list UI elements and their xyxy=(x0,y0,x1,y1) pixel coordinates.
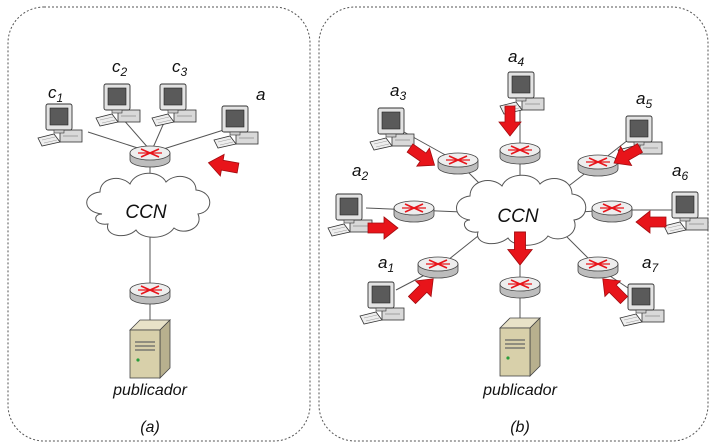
router-icon xyxy=(577,256,619,279)
attacker-label-a2: a2 xyxy=(352,161,368,183)
router-icon xyxy=(499,276,541,299)
arrow-icon xyxy=(635,210,667,234)
computer-icon xyxy=(369,107,415,151)
arrow-icon xyxy=(206,151,241,180)
panel-b-publisher-label: publicador xyxy=(482,382,558,399)
client-label-c3: c3 xyxy=(172,57,188,79)
panel-a-frame xyxy=(7,6,311,442)
router-icon xyxy=(577,154,619,177)
panel-a-cloud-label: CCN xyxy=(125,202,166,223)
cloud-icon xyxy=(456,174,587,246)
server-icon xyxy=(499,317,541,377)
arrow-icon xyxy=(367,216,399,240)
computer-icon xyxy=(327,193,373,237)
router-icon xyxy=(417,256,459,279)
computer-icon xyxy=(619,283,665,327)
computer-icon xyxy=(213,105,259,149)
computer-icon xyxy=(359,281,405,325)
panel-a-publisher-label: publicador xyxy=(112,382,188,399)
server-icon xyxy=(129,319,171,379)
router-icon xyxy=(437,152,479,175)
panel-a-caption: (a) xyxy=(140,419,160,436)
panel-a: CCN publicador c1 c2 c3 a (a) xyxy=(37,57,265,436)
client-label-c1: c1 xyxy=(48,83,63,105)
cloud-icon xyxy=(86,172,211,238)
computer-icon xyxy=(37,103,83,147)
client-label-a: a xyxy=(256,85,265,104)
router-icon xyxy=(129,282,171,305)
client-label-c2: c2 xyxy=(112,57,128,79)
attacker-label-a5: a5 xyxy=(636,89,652,111)
attacker-label-a7: a7 xyxy=(642,253,659,275)
panel-b: CCN publicador a1 a2 a3 a4 xyxy=(327,47,709,436)
attacker-label-a3: a3 xyxy=(390,81,406,103)
router-icon xyxy=(129,145,171,168)
panel-b-cloud-label: CCN xyxy=(497,206,538,227)
computer-icon xyxy=(663,191,709,235)
router-icon xyxy=(393,200,435,223)
computer-icon xyxy=(151,83,197,127)
router-icon xyxy=(591,200,633,223)
router-icon xyxy=(499,142,541,165)
attacker-label-a1: a1 xyxy=(378,253,394,275)
panel-b-caption: (b) xyxy=(510,419,530,436)
attacker-label-a6: a6 xyxy=(672,161,688,183)
attacker-label-a4: a4 xyxy=(508,47,524,69)
computer-icon xyxy=(95,83,141,127)
